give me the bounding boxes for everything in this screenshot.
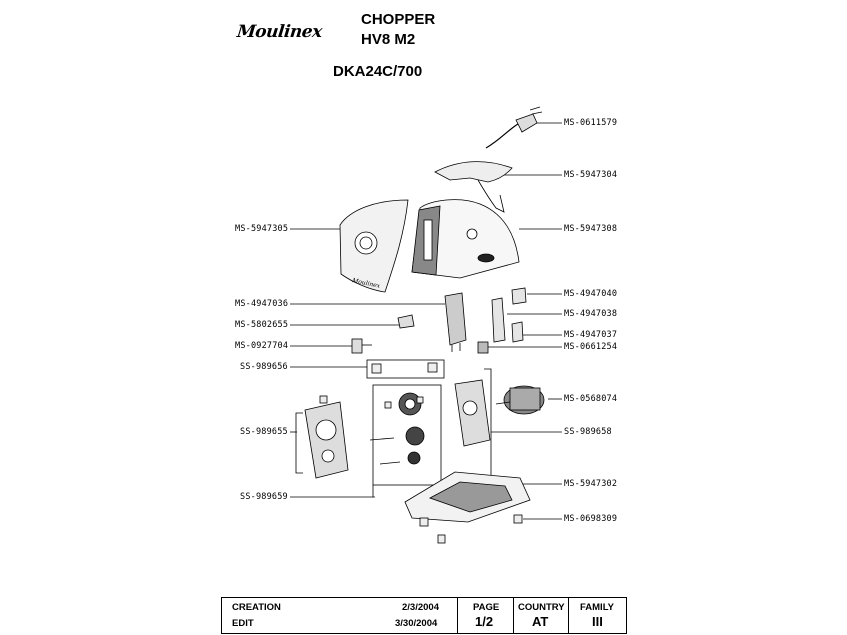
- part-code: MS-5947305: [235, 224, 289, 234]
- creation-label: CREATION: [232, 602, 281, 613]
- model-title: HV8 M2: [361, 31, 416, 48]
- part-code: SS-989655: [240, 427, 288, 437]
- edit-date: 3/30/2004: [395, 618, 438, 629]
- part-code: MS-4947037: [564, 330, 618, 340]
- part-code: MS-5947308: [564, 224, 618, 234]
- page-value: 1/2: [475, 614, 494, 629]
- part-code: MS-5947302: [564, 479, 618, 489]
- country-label: COUNTRY: [518, 602, 565, 613]
- part-code: MS-0661254: [564, 342, 618, 352]
- part-code: SS-989658: [564, 427, 612, 437]
- part-code: MS-5802655: [235, 320, 289, 330]
- part-code: MS-0568074: [564, 394, 618, 404]
- edit-label: EDIT: [232, 618, 254, 629]
- part-code: MS-0698309: [564, 514, 618, 524]
- part-code: MS-4947036: [235, 299, 289, 309]
- creation-date: 2/3/2004: [402, 602, 439, 613]
- part-code: MS-0611579: [564, 118, 618, 128]
- family-label: FAMILY: [580, 602, 614, 613]
- part-code: MS-0927704: [235, 341, 289, 351]
- part-code: SS-989659: [240, 492, 288, 502]
- family-value: III: [592, 614, 603, 629]
- part-code: MS-5947304: [564, 170, 618, 180]
- title-block: CREATION 2/3/2004 EDIT 3/30/2004 PAGE 1/…: [221, 597, 627, 634]
- part-code: SS-989656: [240, 362, 288, 372]
- part-code: MS-4947038: [564, 309, 618, 319]
- product-title: CHOPPER: [361, 11, 436, 28]
- page-label: PAGE: [473, 602, 500, 613]
- country-value: AT: [532, 614, 549, 629]
- reference-title: DKA24C/700: [333, 63, 423, 80]
- part-code: MS-4947040: [564, 289, 618, 299]
